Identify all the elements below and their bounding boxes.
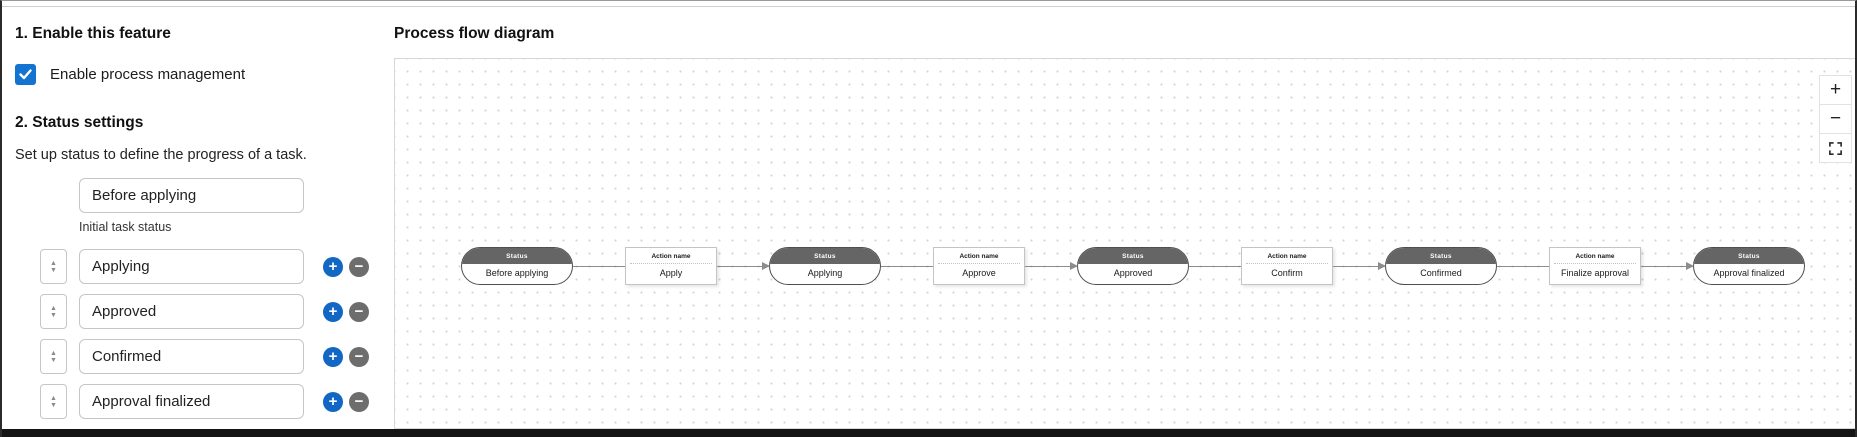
status-node-header: Status [1386, 248, 1496, 264]
arrow-down-icon: ▼ [50, 356, 57, 364]
status-name-input[interactable] [79, 384, 304, 419]
flow-line [1497, 265, 1549, 267]
status-node-header: Status [1078, 248, 1188, 264]
status-node-label: Confirmed [1420, 268, 1462, 278]
arrow-up-icon: ▲ [50, 259, 57, 267]
diagram-zoom-controls: + − [1819, 75, 1852, 163]
add-status-button[interactable]: + [323, 391, 343, 412]
remove-status-button[interactable]: − [349, 301, 369, 322]
arrow-up-icon: ▲ [50, 304, 57, 312]
enable-checkbox-row: Enable process management [15, 64, 245, 85]
plus-icon: + [1829, 79, 1842, 100]
flow-line [573, 265, 625, 267]
remove-status-button[interactable]: − [349, 256, 369, 277]
flow-line [1189, 265, 1241, 267]
zoom-out-button[interactable]: − [1819, 104, 1852, 134]
initial-status-label: Initial task status [79, 220, 172, 234]
arrow-down-icon: ▼ [50, 401, 57, 409]
enable-checkbox-label: Enable process management [50, 66, 246, 83]
add-status-button[interactable]: + [323, 301, 343, 322]
arrow-up-icon: ▲ [50, 394, 57, 402]
reorder-status-control[interactable]: ▲▼ [40, 294, 67, 329]
action-node-header: Action name [1246, 248, 1328, 264]
status-node-header: Status [770, 248, 880, 264]
flow-arrow [717, 261, 770, 270]
enable-feature-heading: 1. Enable this feature [15, 25, 171, 42]
reorder-status-control[interactable]: ▲▼ [40, 384, 67, 419]
status-node-header: Status [1694, 248, 1804, 264]
flow-arrow [1025, 261, 1078, 270]
status-row: ▲▼ +− [15, 384, 369, 419]
fit-screen-icon [1829, 141, 1842, 155]
status-row-list: ▲▼+−▲▼+−▲▼+−▲▼+− [15, 249, 369, 429]
status-settings-heading: 2. Status settings [15, 114, 144, 131]
status-row: ▲▼ +− [15, 294, 369, 329]
action-node-label: Finalize approval [1560, 268, 1630, 278]
flow-arrow [1333, 261, 1386, 270]
settings-panel: 1. Enable this feature Enable process ma… [15, 1, 390, 429]
status-node-label: Approval finalized [1713, 268, 1785, 278]
action-node-label: Approve [962, 268, 996, 278]
status-node-label: Before applying [485, 268, 549, 278]
diagram-title: Process flow diagram [394, 25, 555, 42]
add-status-button[interactable]: + [323, 256, 343, 277]
arrow-up-icon: ▲ [50, 349, 57, 357]
status-row: ▲▼ +− [15, 339, 369, 374]
status-node-label: Approved [1113, 268, 1153, 278]
flow-line [881, 265, 933, 267]
top-divider [2, 6, 1855, 7]
status-name-input[interactable] [79, 294, 304, 329]
action-node-header: Action name [630, 248, 712, 264]
action-node-label: Apply [659, 268, 683, 278]
action-node-header: Action name [1554, 248, 1636, 264]
reorder-status-control[interactable]: ▲▼ [40, 249, 67, 284]
bottom-window-edge [2, 429, 1855, 437]
checkmark-icon [19, 69, 32, 80]
flow-arrow [1641, 261, 1694, 270]
minus-icon: − [1829, 108, 1842, 129]
initial-status-input[interactable] [79, 178, 304, 213]
action-node-header: Action name [938, 248, 1020, 264]
remove-status-button[interactable]: − [349, 391, 369, 412]
fit-screen-button[interactable] [1819, 133, 1852, 163]
status-node-label: Applying [807, 268, 843, 278]
status-node-header: Status [462, 248, 572, 264]
reorder-status-control[interactable]: ▲▼ [40, 339, 67, 374]
arrow-down-icon: ▼ [50, 311, 57, 319]
status-settings-description: Set up status to define the progress of … [15, 147, 307, 163]
zoom-in-button[interactable]: + [1819, 75, 1852, 105]
status-name-input[interactable] [79, 249, 304, 284]
remove-status-button[interactable]: − [349, 346, 369, 367]
add-status-button[interactable]: + [323, 346, 343, 367]
status-row: ▲▼ +− [15, 249, 369, 284]
enable-process-checkbox[interactable] [15, 64, 36, 85]
action-node-label: Confirm [1271, 268, 1303, 278]
status-name-input[interactable] [79, 339, 304, 374]
arrow-down-icon: ▼ [50, 266, 57, 274]
